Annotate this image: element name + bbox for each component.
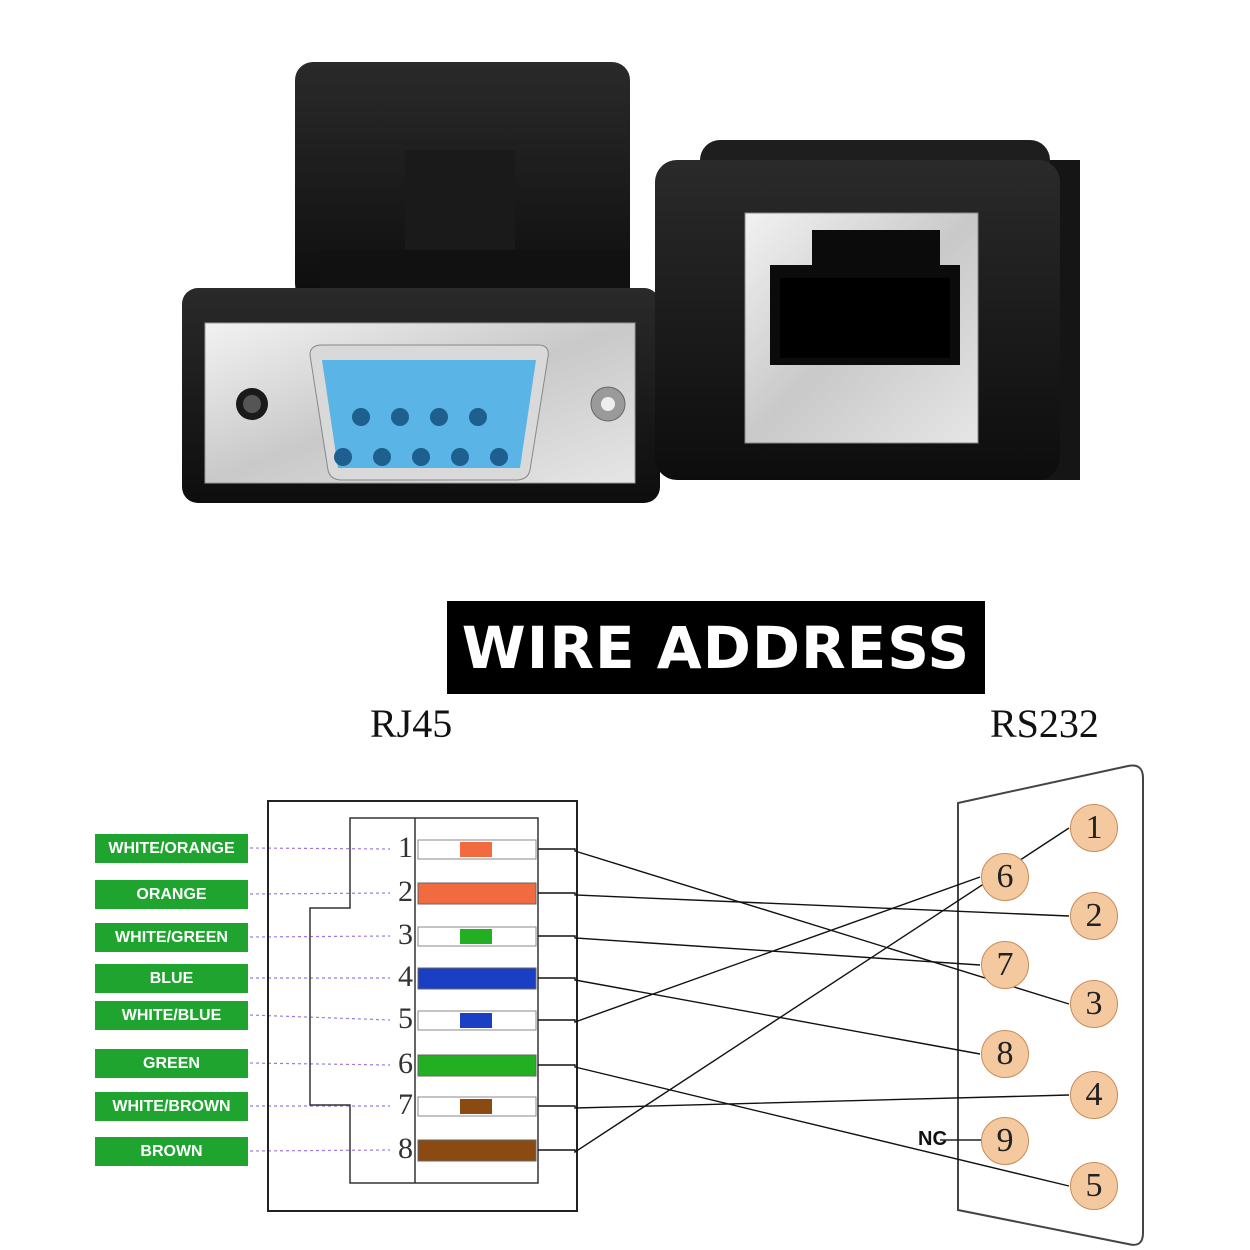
connection-wire xyxy=(538,876,981,1023)
wire-color-tag: WHITE/ORANGE xyxy=(95,834,248,863)
db9-hole xyxy=(334,448,352,466)
rj45-wire-slot xyxy=(417,967,537,990)
leader-line xyxy=(249,935,391,938)
wire-stripe xyxy=(460,842,492,857)
db9-adapter-image xyxy=(182,62,660,503)
leader-lines xyxy=(249,847,391,1152)
connection-wire xyxy=(538,935,981,966)
rj45-wire-slot xyxy=(417,1054,537,1077)
rs232-pin: 7 xyxy=(981,941,1029,989)
wire-color-tag: WHITE/BROWN xyxy=(95,1092,248,1121)
rs232-pin: 3 xyxy=(1070,980,1118,1028)
rj45-pin-number: 1 xyxy=(398,831,413,864)
leader-line xyxy=(249,1014,391,1021)
rj45-jack-cavity xyxy=(309,817,539,1184)
leader-line xyxy=(249,847,391,850)
wire-color-tag: GREEN xyxy=(95,1049,248,1078)
db9-hole xyxy=(469,408,487,426)
connection-wire xyxy=(538,1064,1070,1187)
wire-color-tag: ORANGE xyxy=(95,880,248,909)
rs232-heading: RS232 xyxy=(990,701,1099,746)
rs232-pin: 4 xyxy=(1070,1071,1118,1119)
db9-hole xyxy=(352,408,370,426)
connection-wire xyxy=(538,892,1070,917)
db9-shell-outline xyxy=(957,764,1144,1246)
rj45-adapter-image xyxy=(655,140,1080,480)
wire-color-tag: WHITE/BLUE xyxy=(95,1001,248,1030)
connection-wire xyxy=(538,848,1070,1005)
db9-hole xyxy=(412,448,430,466)
wire-stripe xyxy=(460,1013,492,1028)
rj45-pin-number: 3 xyxy=(398,918,413,951)
wire-color-tag: BLUE xyxy=(95,964,248,993)
rs232-pin: 8 xyxy=(981,1030,1029,1078)
wire-stripe xyxy=(460,929,492,944)
db9-hole xyxy=(490,448,508,466)
db9-hole xyxy=(391,408,409,426)
wire-color-tag: WHITE/GREEN xyxy=(95,923,248,952)
rj45-jack-outline xyxy=(267,800,578,1212)
db9-hole xyxy=(451,448,469,466)
rj45-pin-number: 6 xyxy=(398,1047,413,1080)
product-photo xyxy=(182,62,1080,503)
rs232-pin: 9 xyxy=(981,1117,1029,1165)
rs232-pin: 1 xyxy=(1070,804,1118,852)
crossover-wires xyxy=(538,827,1070,1187)
rj45-pin-number: 8 xyxy=(398,1132,413,1165)
rs232-pin: 6 xyxy=(981,853,1029,901)
rj45-wire-slot xyxy=(417,882,537,905)
db9-hole xyxy=(373,448,391,466)
rs232-pin: 5 xyxy=(1070,1162,1118,1210)
rj45-pin-number: 2 xyxy=(398,875,413,908)
rj45-wire-slot xyxy=(417,1139,537,1162)
rj45-heading: RJ45 xyxy=(370,701,453,746)
connection-wire xyxy=(538,1094,1070,1109)
wire-stripe xyxy=(460,1099,492,1114)
connection-wire xyxy=(538,977,981,1055)
rj45-wire-slots xyxy=(417,839,537,1162)
leader-line xyxy=(249,1149,391,1152)
leader-line xyxy=(249,892,391,895)
wire-color-tag: BROWN xyxy=(95,1137,248,1166)
rj45-pin-number: 4 xyxy=(398,960,413,993)
connection-wire xyxy=(538,827,1070,1154)
nc-label: NC xyxy=(918,1128,947,1150)
db9-pin-holes xyxy=(334,408,508,466)
diagram-title: WIRE ADDRESS xyxy=(447,601,985,694)
rj45-pin-number: 7 xyxy=(398,1088,413,1121)
rj45-pin-number: 5 xyxy=(398,1002,413,1035)
rs232-pin: 2 xyxy=(1070,892,1118,940)
leader-line xyxy=(249,1062,391,1066)
wiring-diagram xyxy=(249,764,1144,1246)
db9-hole xyxy=(430,408,448,426)
db9-face xyxy=(322,360,536,468)
